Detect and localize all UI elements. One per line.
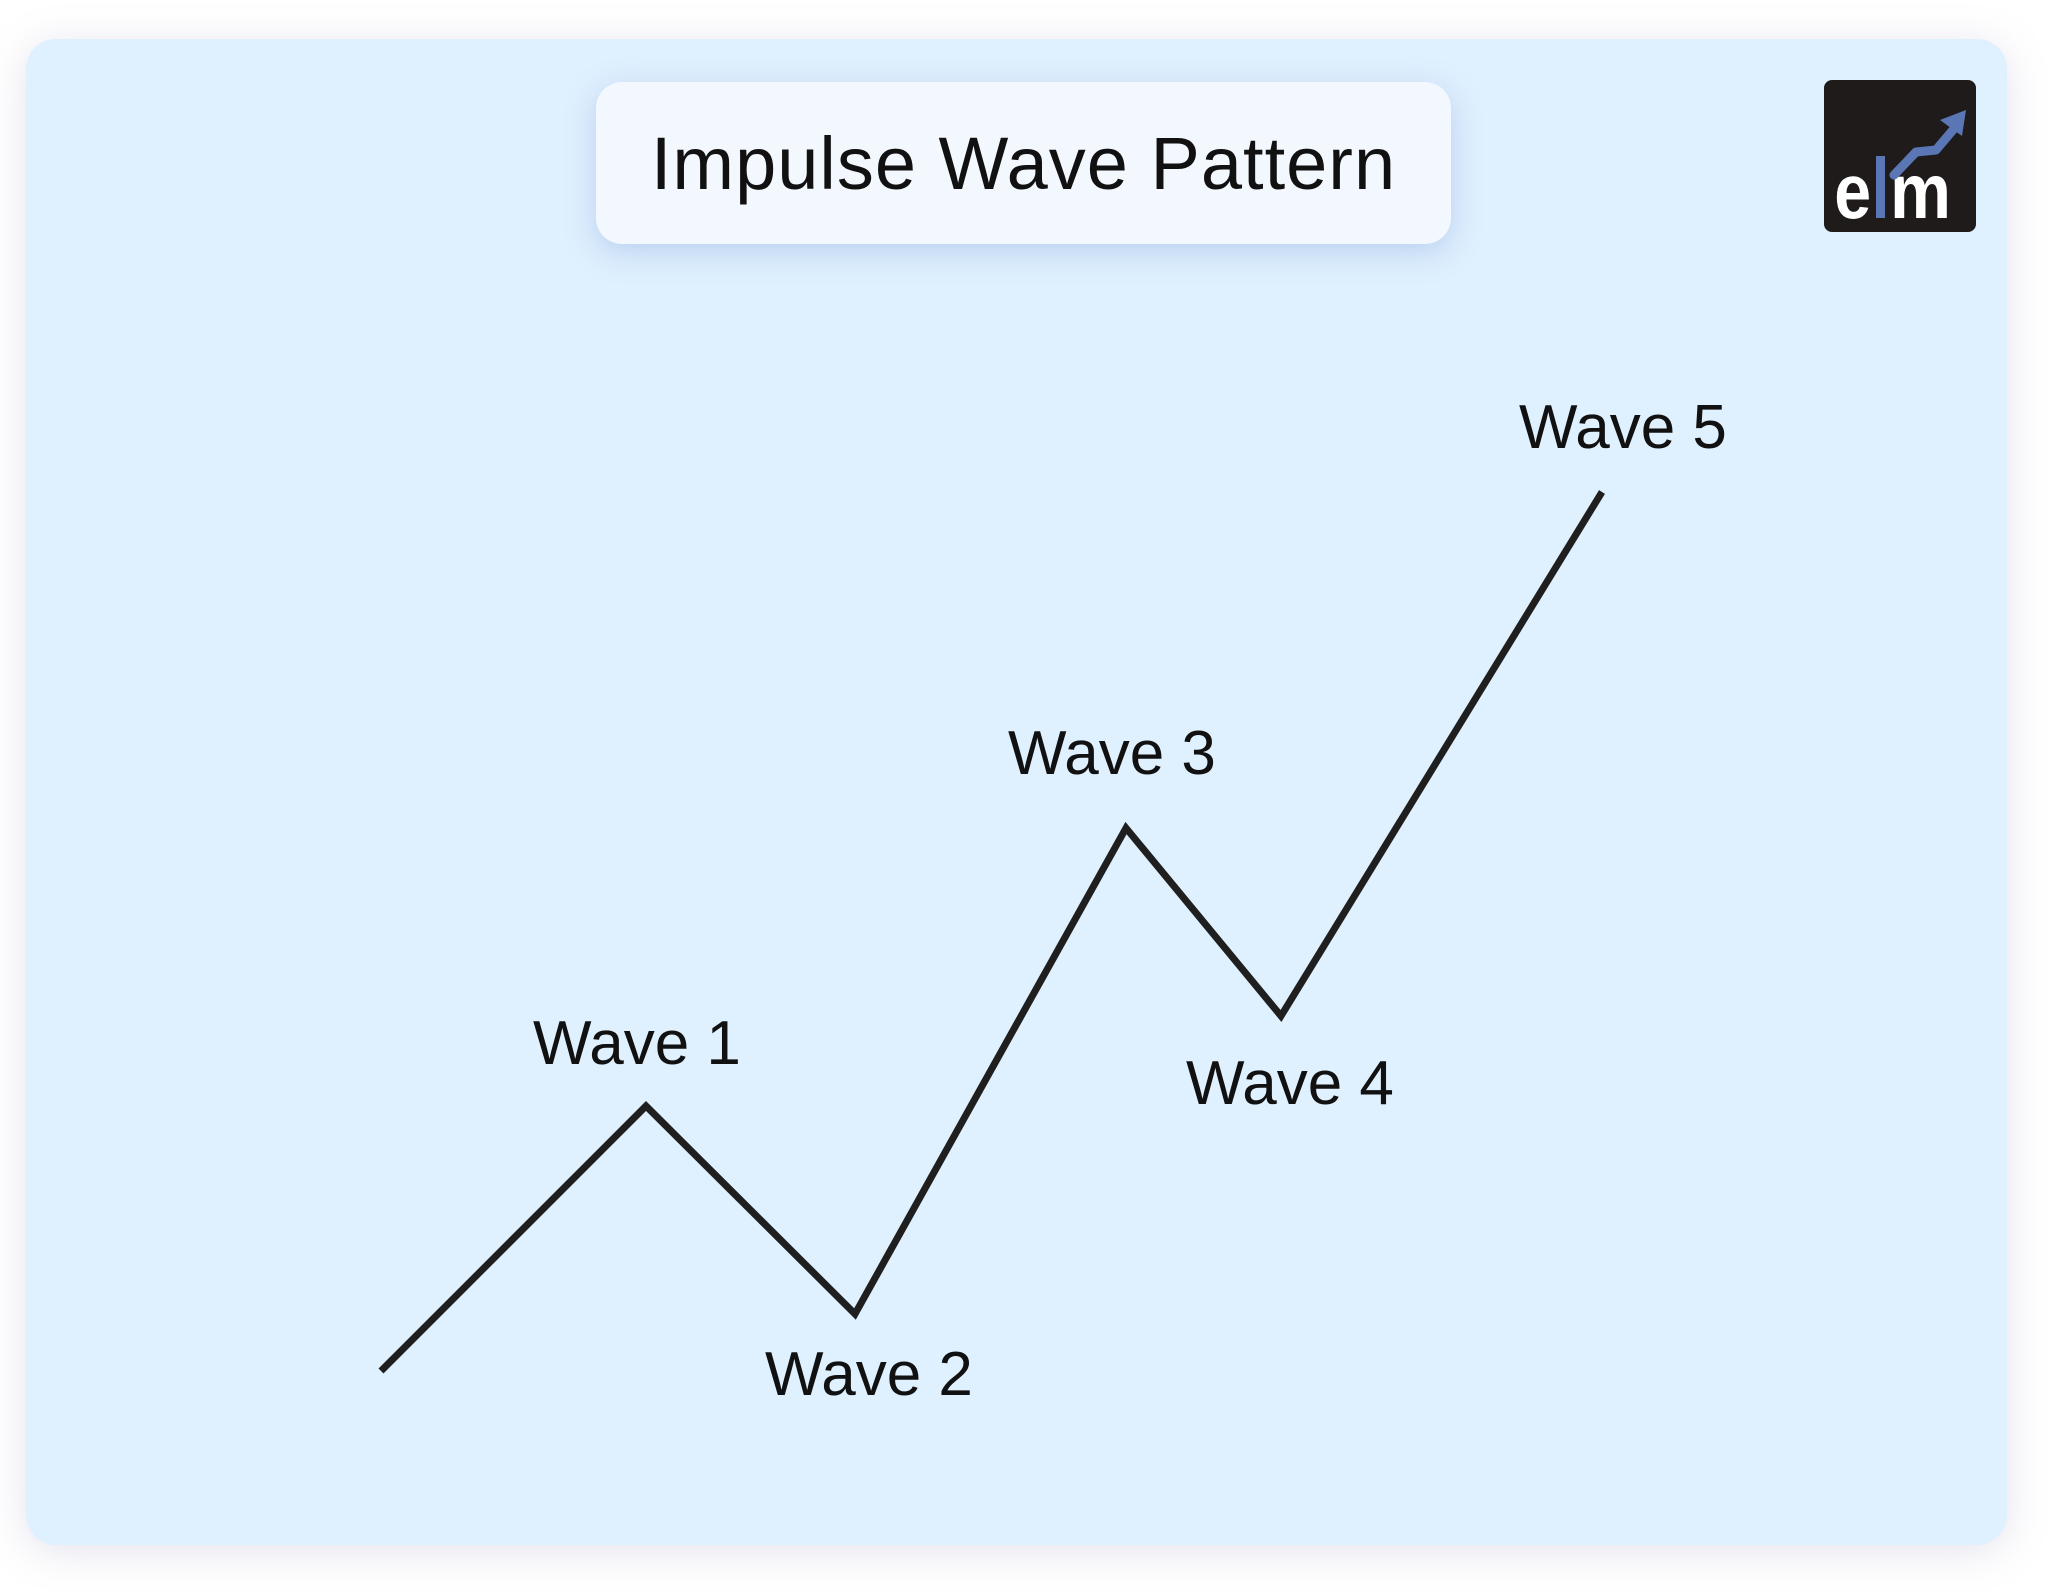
svg-text:m: m bbox=[1890, 147, 1951, 232]
diagram-card bbox=[26, 39, 2007, 1545]
svg-text:e: e bbox=[1834, 148, 1871, 232]
wave-5-label: Wave 5 bbox=[1519, 393, 1727, 462]
wave-3-label: Wave 3 bbox=[1008, 719, 1216, 788]
wave-1-label: Wave 1 bbox=[533, 1009, 741, 1078]
wave-line bbox=[378, 490, 1605, 1374]
wave-4-label: Wave 4 bbox=[1186, 1049, 1394, 1118]
title-box: Impulse Wave Pattern bbox=[596, 82, 1451, 244]
diagram-title: Impulse Wave Pattern bbox=[650, 121, 1397, 205]
wave-2-label: Wave 2 bbox=[765, 1340, 973, 1409]
elm-logo: e m bbox=[1824, 80, 1976, 232]
